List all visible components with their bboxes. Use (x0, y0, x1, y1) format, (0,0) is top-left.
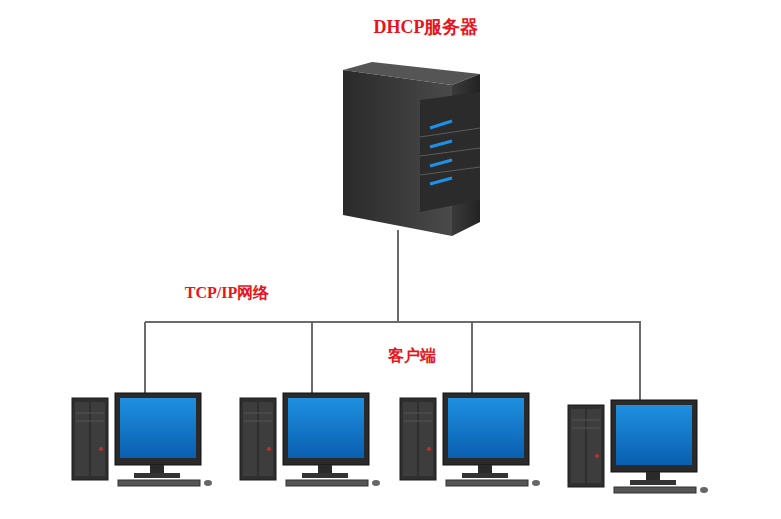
network-label: TCP/IP网络 (185, 283, 269, 302)
server-title: DHCP服务器 (374, 17, 479, 39)
client-label: 客户端 (388, 346, 436, 365)
